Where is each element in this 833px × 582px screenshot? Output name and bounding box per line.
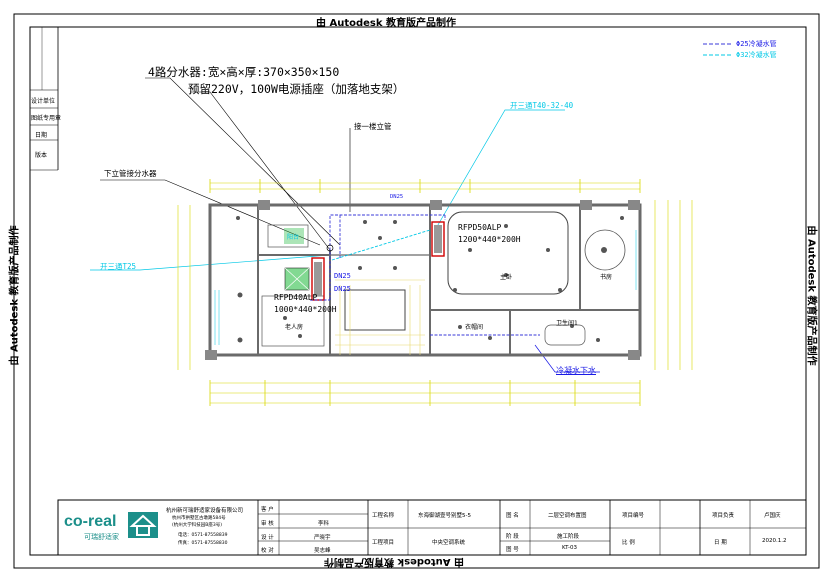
pm-value: 卢国庆 — [764, 513, 781, 519]
ac-units — [284, 221, 445, 301]
dimension-lines — [177, 182, 693, 404]
pipe-dn-label-1: DN25 — [390, 194, 404, 200]
project-item: 中央空调系统 — [432, 540, 466, 546]
condensate-down-note: 冷凝水下水 — [556, 366, 596, 375]
riser-point — [326, 244, 334, 252]
legend-label-32: Φ32冷凝水管 — [736, 51, 777, 59]
watermark-left: 由 Autodesk 教育版产品制作 — [9, 225, 21, 366]
row-label-client: 客 户 — [261, 507, 274, 513]
room-small: 书房 — [600, 274, 613, 281]
ceiling-fixtures — [236, 216, 624, 343]
item-no-label: 项目编号 — [622, 513, 645, 519]
watermark-top: 由 Autodesk 教育版产品制作 — [316, 18, 457, 29]
strip-label-4: 版本 — [35, 152, 48, 159]
drawing-name-label: 图 名 — [506, 513, 519, 519]
unit-right-size: 1200*440*200H — [458, 235, 521, 244]
tee-right-note: 开三通T40-32-40 — [510, 101, 574, 110]
strip-label-3: 日期 — [35, 132, 48, 139]
legend — [703, 43, 733, 56]
inner-border — [29, 26, 807, 556]
project-name: 东海御湖壹号别墅5-5 — [418, 513, 471, 519]
drawing-no: KT-03 — [562, 545, 578, 551]
unit-left-size: 1000*440*200H — [274, 305, 337, 314]
cyan-leaders — [90, 109, 565, 271]
room-elder: 老人房 — [285, 324, 304, 331]
manifold-spec-note: 4路分水器:宽×高×厚:370×350×150 — [148, 65, 340, 79]
outer-border — [13, 13, 820, 569]
ac-unit-right — [431, 221, 445, 257]
room-balcony: 阳台 — [287, 234, 300, 241]
pipe-dn-label-3: DN25 — [334, 285, 351, 293]
stage: 施工阶段 — [557, 534, 580, 540]
riser-manifold-note: 下立管接分水器 — [104, 169, 157, 178]
company-logo — [128, 512, 158, 538]
pipe-25 — [310, 214, 540, 336]
strip-label-2: 图纸专用章 — [31, 115, 62, 122]
dimension-ticks — [209, 179, 641, 406]
date-label: 日 期 — [714, 540, 727, 546]
ac-unit-left — [311, 257, 325, 301]
project-item-label: 工程项目 — [372, 540, 395, 546]
left-strip — [30, 27, 59, 171]
scale-label: 比 例 — [622, 540, 635, 546]
project-name-label: 工程名称 — [372, 513, 395, 519]
stage-label: 阶 段 — [506, 534, 519, 540]
room-bathroom: 卫生间1 — [556, 320, 578, 327]
row-value-review: 李科 — [318, 521, 330, 527]
row-label-review: 审 核 — [261, 521, 274, 527]
room-master-bedroom: 主卧 — [500, 274, 513, 281]
riser-connect-note: 接一楼立管 — [354, 122, 392, 131]
legend-label-25: Φ25冷凝水管 — [736, 40, 777, 48]
strip-label-1: 设计单位 — [31, 98, 56, 105]
company-fax: 传真：0571-87558830 — [178, 541, 228, 546]
company-address-2: (杭州大学科技园B座3号) — [172, 523, 222, 528]
row-value-design: 严晓宇 — [314, 535, 331, 541]
leaders — [100, 77, 351, 251]
watermark-right: 由 Autodesk 教育版产品制作 — [805, 225, 817, 366]
company-name: 杭州新可瑞舒适家设备有限公司 — [166, 508, 244, 514]
row-label-design: 设 计 — [261, 535, 274, 541]
pipe-dn-label-2: DN25 — [334, 272, 351, 280]
date-value: 2020.1.2 — [762, 538, 787, 544]
row-label-check: 校 对 — [261, 548, 274, 554]
company-address-1: 杭州市拱墅区古墩路584号 — [172, 516, 226, 521]
company-phone: 电话：0571-87558839 — [178, 533, 228, 538]
power-socket-note: 预留220V，100W电源插座（加落地支架） — [188, 82, 405, 96]
unit-left-model: RFPD40ALP — [274, 293, 318, 302]
drawing-no-label: 图 号 — [506, 547, 519, 553]
title-block — [57, 499, 807, 556]
brand-sub-text: 可瑞舒适家 — [84, 533, 119, 541]
row-value-check: 吴志峰 — [314, 548, 331, 554]
pipe-32 — [331, 229, 431, 261]
unit-right-model: RFPD50ALP — [458, 223, 502, 232]
drawing-name: 二层空调布置图 — [548, 513, 587, 519]
watermark-bottom: 由 Autodesk 教育版产品制作 — [324, 556, 465, 567]
brand-logo-text: co-real — [64, 513, 117, 530]
room-cloakroom: 衣帽间 — [465, 324, 484, 331]
pm-label: 项目负责 — [712, 513, 735, 519]
tee-left-note: 开三通T25 — [100, 262, 137, 271]
